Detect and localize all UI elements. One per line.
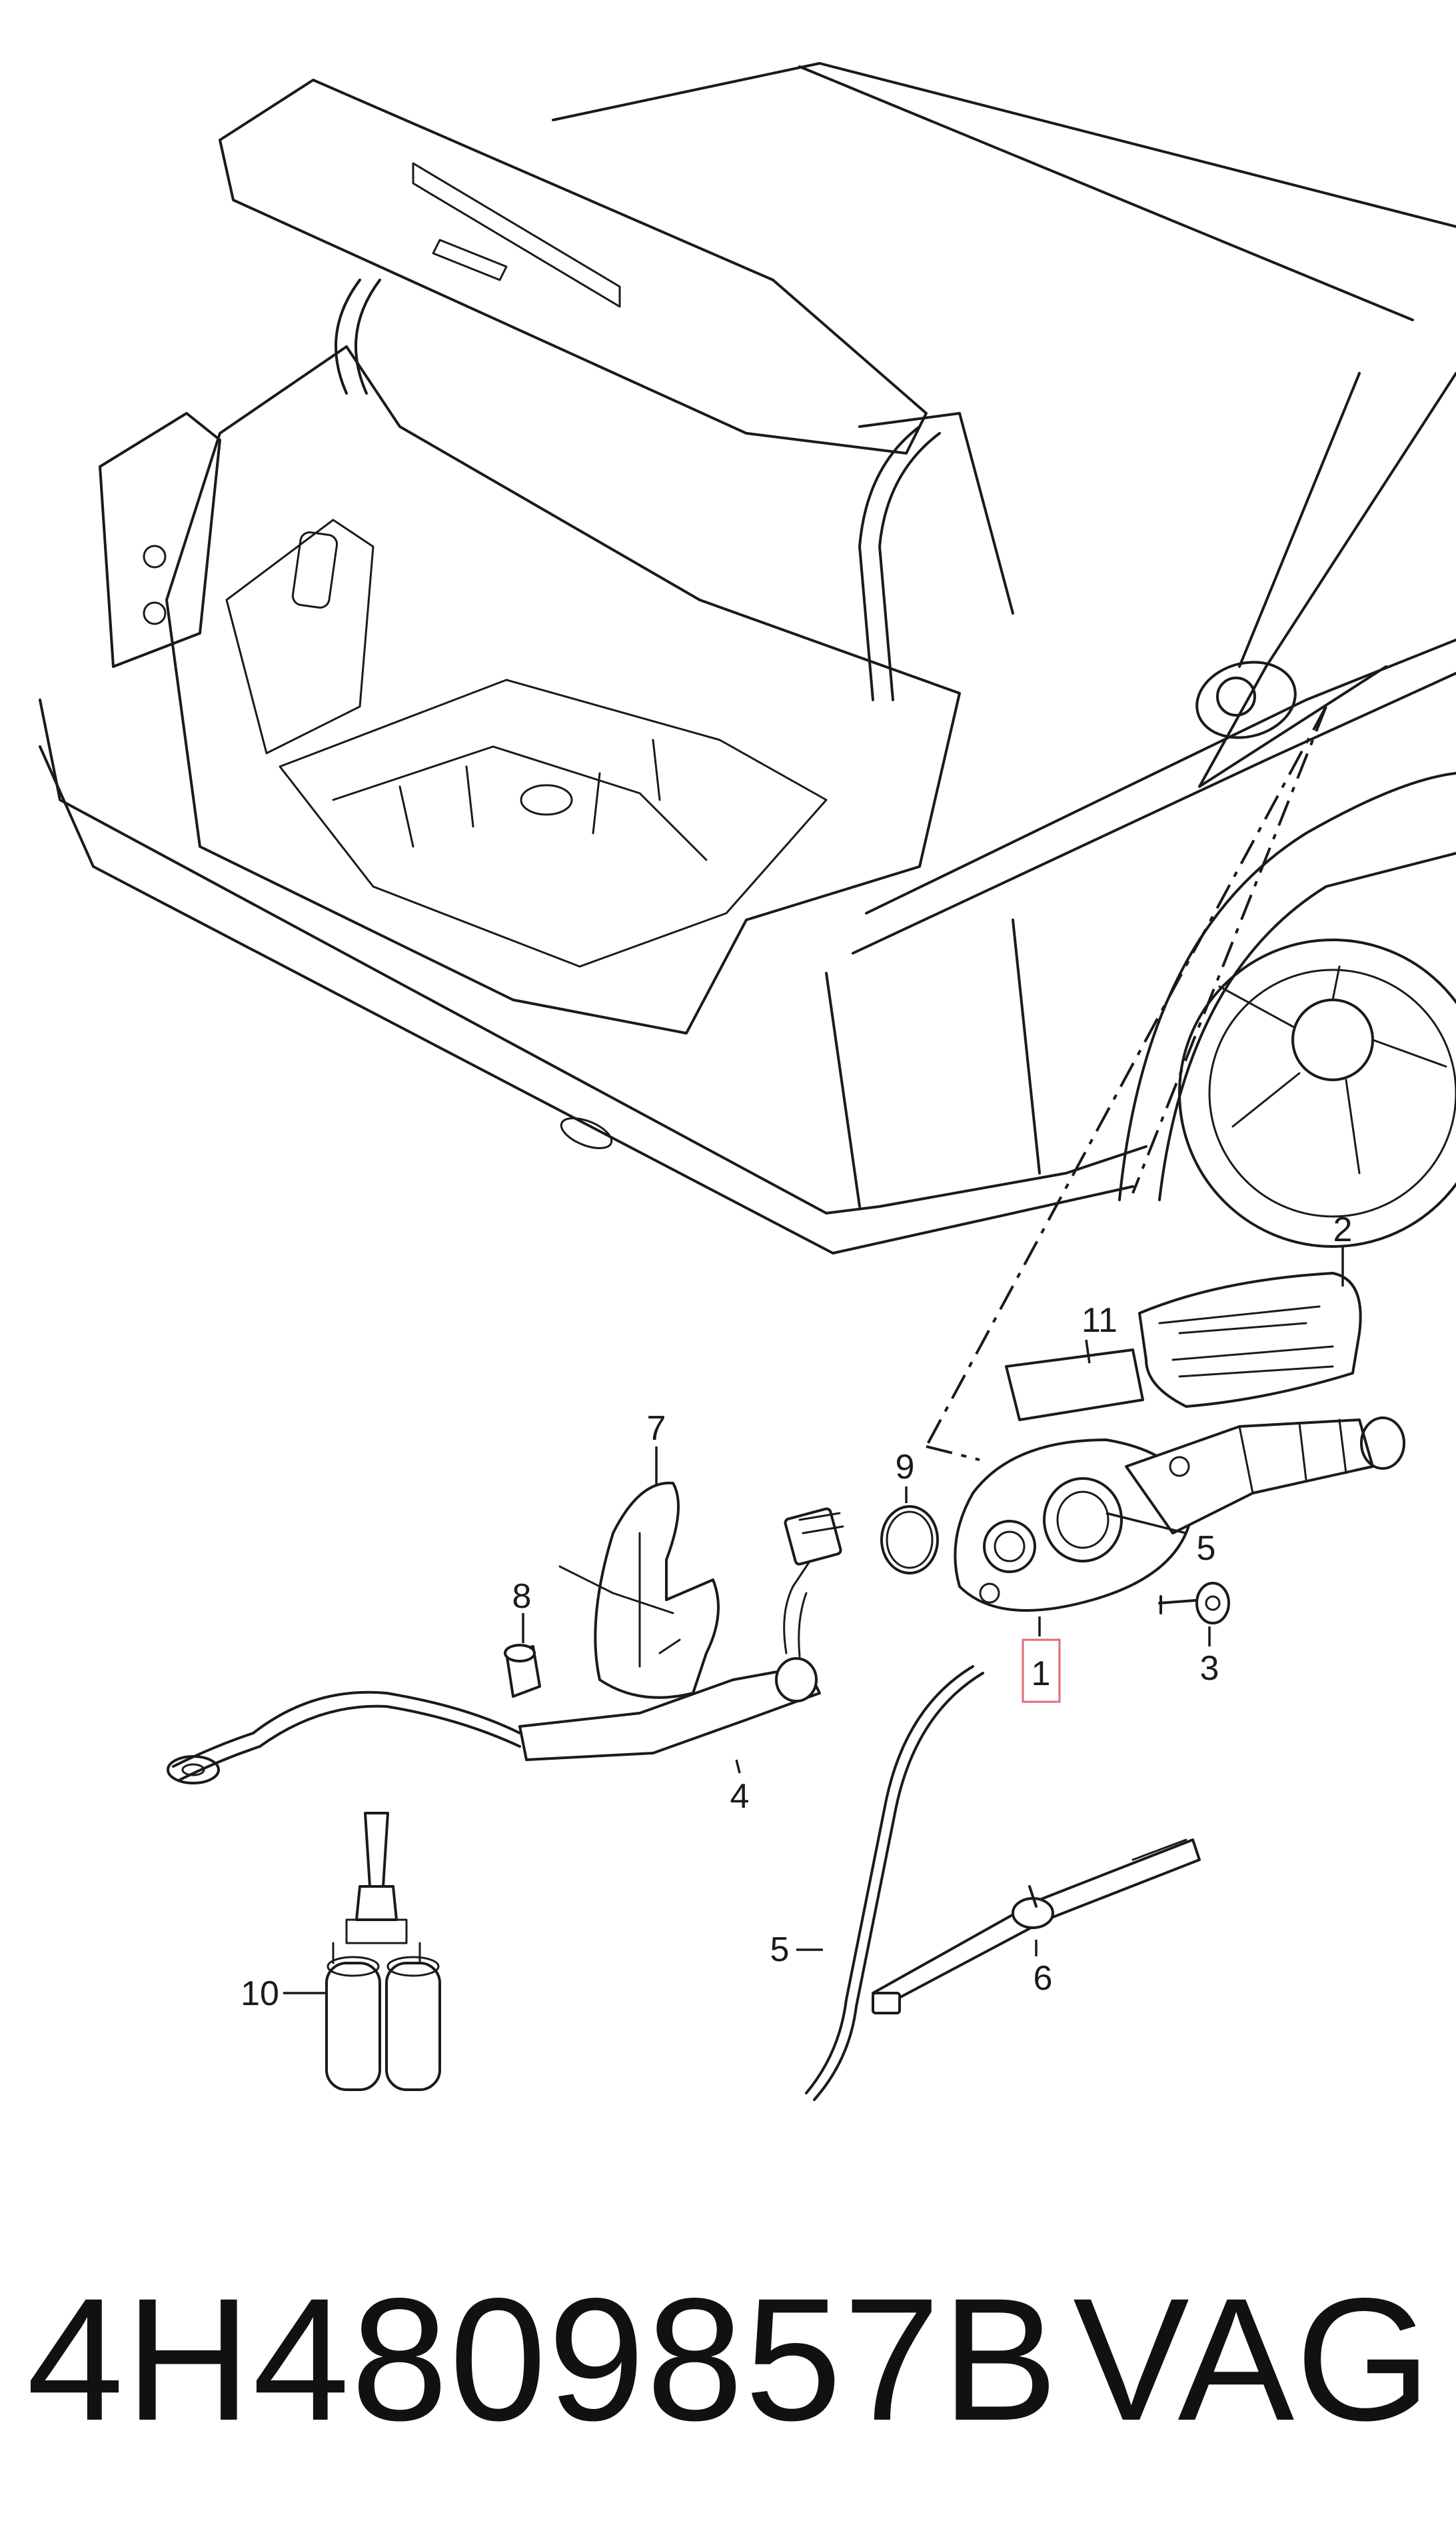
highlight-box [1022, 1638, 1061, 1703]
callout-labels: 1 2 3 4 5 5 6 7 8 9 10 11 [241, 1211, 1352, 2013]
part-2-fuel-flap-cover [1138, 1272, 1362, 1408]
callout-9: 9 [896, 1448, 915, 1486]
part-9-seal-ring [880, 1505, 939, 1574]
brand-name: VAG [1073, 2262, 1433, 2457]
part-number: 4H4809857B [27, 2262, 1060, 2457]
callout-10: 10 [241, 1974, 279, 2013]
callout-4: 4 [730, 1777, 750, 1816]
part-6-cable-tie [872, 1838, 1201, 2014]
reference-lines [925, 706, 1327, 1461]
part-3-screw [1158, 1582, 1230, 1624]
callout-2: 2 [1333, 1211, 1353, 1249]
part-10-adhesive-cartridge [325, 1812, 441, 2091]
callout-1: 1 [1032, 1654, 1051, 1693]
part-11-adhesive-pad [1005, 1348, 1144, 1421]
callout-7: 7 [647, 1409, 666, 1448]
callout-3: 3 [1200, 1649, 1219, 1688]
part-4-actuator-cable [167, 1507, 844, 1784]
part-7-bracket [594, 1481, 720, 1699]
callout-6: 6 [1034, 1959, 1053, 1998]
part-1-fuel-filler-housing [954, 1416, 1405, 1612]
part-5-release-cable [805, 1665, 984, 2101]
leader-lines [283, 1247, 1344, 1994]
callout-5-upper: 5 [1197, 1529, 1216, 1568]
callout-5-lower: 5 [770, 1930, 790, 1969]
part-8-grommet [504, 1644, 541, 1698]
footer: 4H4809857B VAG [27, 2260, 1433, 2460]
callout-8: 8 [512, 1577, 532, 1616]
car-rear-illustration [39, 62, 1456, 1255]
callout-11: 11 [1082, 1301, 1117, 1340]
